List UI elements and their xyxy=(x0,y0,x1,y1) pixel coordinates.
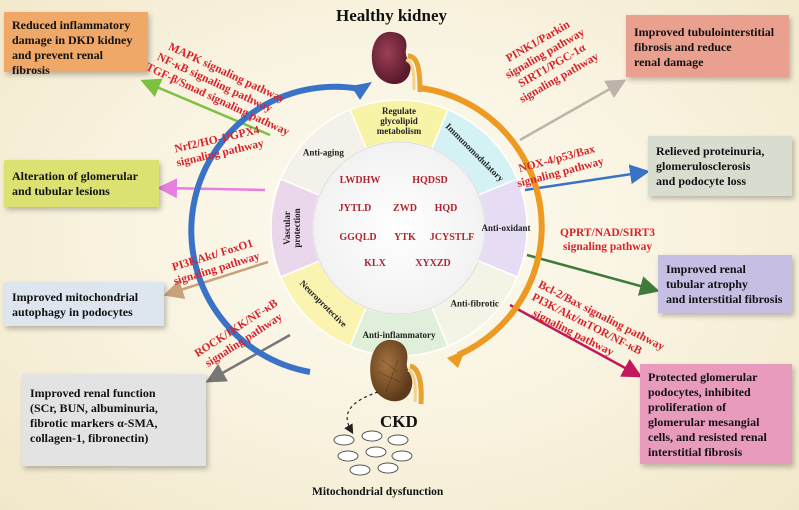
category-label: Anti-fibrotic xyxy=(450,299,498,309)
formulation-label: YTK xyxy=(394,232,416,243)
formulation-label: GGQLD xyxy=(339,232,376,243)
ckd-title: CKD xyxy=(380,412,418,431)
formulation-label: JYTLD xyxy=(339,203,372,214)
mitochondria-icon xyxy=(333,430,413,476)
ckd-kidney-icon xyxy=(370,339,424,405)
arrow-to-b5 xyxy=(519,79,627,142)
dashed-arrow-mito xyxy=(344,391,379,435)
healthy-kidney-icon xyxy=(371,31,423,93)
formulation-label: LWDHW xyxy=(340,175,381,186)
arrow-to-b2 xyxy=(157,178,266,199)
healthy-kidney-title: Healthy kidney xyxy=(336,6,447,25)
arrow-circle-blue xyxy=(188,83,361,375)
arrow-to-b8 xyxy=(509,303,643,378)
formulation-label: XYXZD xyxy=(415,258,451,269)
arrow-to-b4 xyxy=(205,333,291,383)
formulation-label: KLX xyxy=(364,258,386,269)
arrow-to-b3 xyxy=(163,260,269,299)
arrow-circle-orange xyxy=(419,85,545,358)
category-label: Anti-oxidant xyxy=(481,223,530,233)
formulation-label: HQD xyxy=(435,203,458,214)
center-circle xyxy=(312,141,486,315)
outcome-box-renal-function: Improved renal function(SCr, BUN, albumi… xyxy=(22,374,206,466)
mito-label: Mitochondrial dysfunction xyxy=(312,486,444,498)
formulations-group: LWDHW HQDSD JYTLD ZWD HQD GGQLD YTK JCYSTLF KLX X… xyxy=(339,175,475,269)
arrow-to-b7 xyxy=(526,253,660,296)
category-label: Anti-aging xyxy=(303,147,345,157)
formulation-label: HQDSD xyxy=(412,175,448,186)
arrow-to-b6 xyxy=(524,164,650,192)
category-ring xyxy=(270,99,528,357)
arrow-to-b1 xyxy=(140,78,271,137)
formulation-label: ZWD xyxy=(393,203,417,214)
category-label: Vascularprotection xyxy=(282,208,302,247)
category-label: Anti-inflammatory xyxy=(363,330,436,340)
formulation-label: JCYSTLF xyxy=(430,232,474,243)
